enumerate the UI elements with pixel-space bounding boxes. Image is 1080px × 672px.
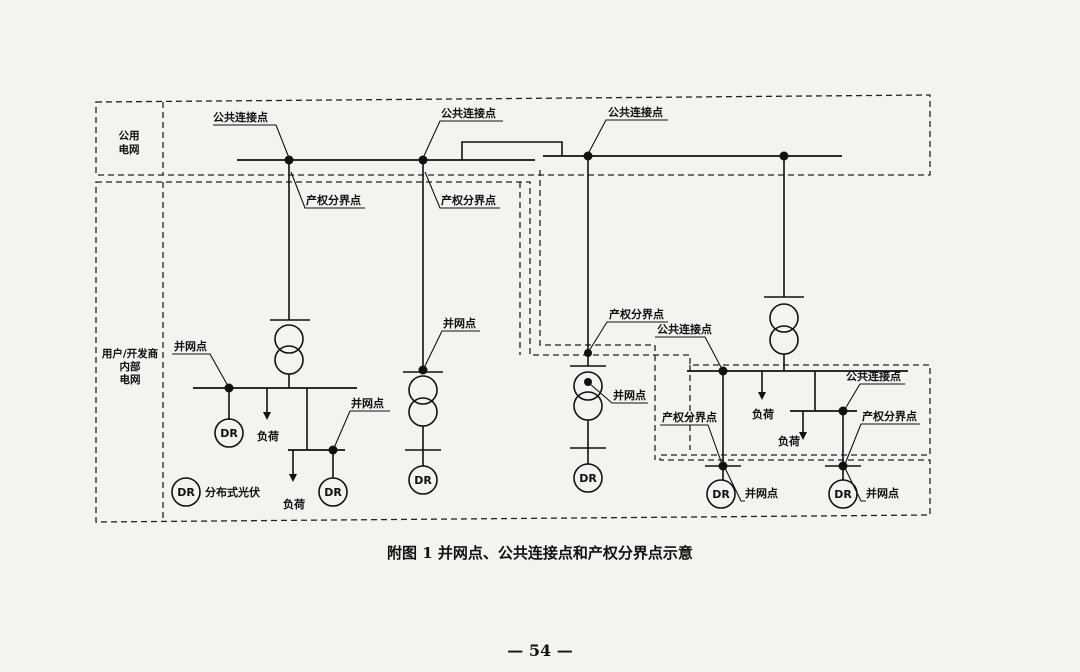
grid-point-callout-2: 并网点 (333, 396, 390, 449)
pcc-callout-5: 公共连接点 (655, 322, 723, 370)
legend: DR 分布式光伏 (171, 477, 260, 507)
boundary-callout-2: 产权分界点 (424, 171, 500, 209)
boundary-callout-b: 产权分界点 (844, 409, 920, 465)
pcc-label-6: 公共连接点 (846, 369, 901, 383)
transformer-2 (403, 371, 443, 466)
boundary-label-2: 产权分界点 (441, 193, 496, 207)
bus-tie-link (461, 141, 563, 160)
dr-source-5: DR (706, 479, 736, 509)
grid-point-label-2: 并网点 (351, 396, 384, 410)
pcc-label-2: 公共连接点 (441, 106, 496, 120)
pcc-label-5: 公共连接点 (657, 322, 712, 336)
dr-text-5: DR (712, 488, 730, 501)
boundary-label-b: 产权分界点 (862, 409, 917, 423)
load-label-1: 负荷 (257, 429, 279, 443)
grid-point-label-1: 并网点 (174, 339, 207, 353)
public-grid-label-1: 公用 (119, 130, 140, 142)
dr-source-3: DR (408, 465, 438, 495)
transformer-4 (764, 296, 804, 371)
dr-text-4: DR (579, 472, 597, 485)
boundary-callout-3: 产权分界点 (588, 307, 668, 352)
legend-pv-label: 分布式光伏 (205, 485, 260, 499)
user-grid-label-2: 内部 (120, 360, 141, 373)
dr-text-3: DR (414, 474, 432, 487)
load-label-4: 负荷 (778, 434, 800, 448)
boundary-node-3 (584, 349, 592, 357)
load-label-2: 负荷 (283, 497, 305, 511)
legend-dr-text: DR (177, 486, 195, 499)
load-1: 负荷 (257, 388, 279, 443)
grid-point-label-3: 并网点 (443, 316, 476, 330)
boundary-label-3: 产权分界点 (609, 307, 664, 321)
dr-text-1: DR (220, 427, 238, 440)
grid-point-node-3 (418, 365, 428, 375)
legend-dr-symbol (171, 477, 201, 507)
user-grid-label-1: 用户/开发商 (101, 347, 159, 360)
grid-point-label-6: 并网点 (866, 486, 899, 500)
grid-point-callout-1: 并网点 (172, 339, 229, 387)
pcc-callout-2: 公共连接点 (422, 106, 503, 159)
transformer-1 (270, 319, 310, 388)
pcc-callout-1: 公共连接点 (213, 110, 290, 159)
dr-source-1: DR (214, 418, 244, 448)
pcc-callout-3: 公共连接点 (587, 105, 668, 155)
page-number: — 54 — (507, 641, 572, 660)
dr-source-4: DR (573, 463, 603, 493)
load-4: 负荷 (778, 411, 807, 448)
pcc-label-1: 公共连接点 (213, 110, 268, 124)
pcc-callout-6: 公共连接点 (844, 369, 905, 410)
load-2: 负荷 (283, 450, 305, 511)
user-grid-region (95, 181, 931, 523)
grid-point-callout-4: 并网点 (589, 383, 648, 404)
load-3: 负荷 (752, 371, 774, 421)
dr-text-6: DR (834, 488, 852, 501)
boundary-callout-a: 产权分界点 (660, 410, 723, 465)
grid-point-callout-3: 并网点 (423, 316, 480, 369)
grid-point-callout-6: 并网点 (844, 467, 899, 502)
boundary-callout-1: 产权分界点 (290, 171, 365, 209)
public-grid-region (95, 94, 931, 176)
dr-source-2: DR (318, 477, 348, 507)
boundary-label-1: 产权分界点 (306, 193, 361, 207)
transformer-3 (570, 365, 606, 464)
grid-point-label-4: 并网点 (613, 388, 646, 402)
grid-point-label-5: 并网点 (745, 486, 778, 500)
load-label-3: 负荷 (752, 407, 774, 421)
figure-caption: 附图 1 并网点、公共连接点和产权分界点示意 (387, 544, 693, 562)
grid-point-callout-5: 并网点 (724, 467, 778, 502)
user-grid-label-3: 电网 (120, 373, 141, 386)
pcc-label-3: 公共连接点 (608, 105, 663, 119)
public-grid-label-2: 电网 (119, 143, 140, 156)
dr-text-2: DR (324, 486, 342, 499)
customer-boundary-dashes (519, 170, 691, 460)
boundary-label-a: 产权分界点 (662, 410, 717, 424)
